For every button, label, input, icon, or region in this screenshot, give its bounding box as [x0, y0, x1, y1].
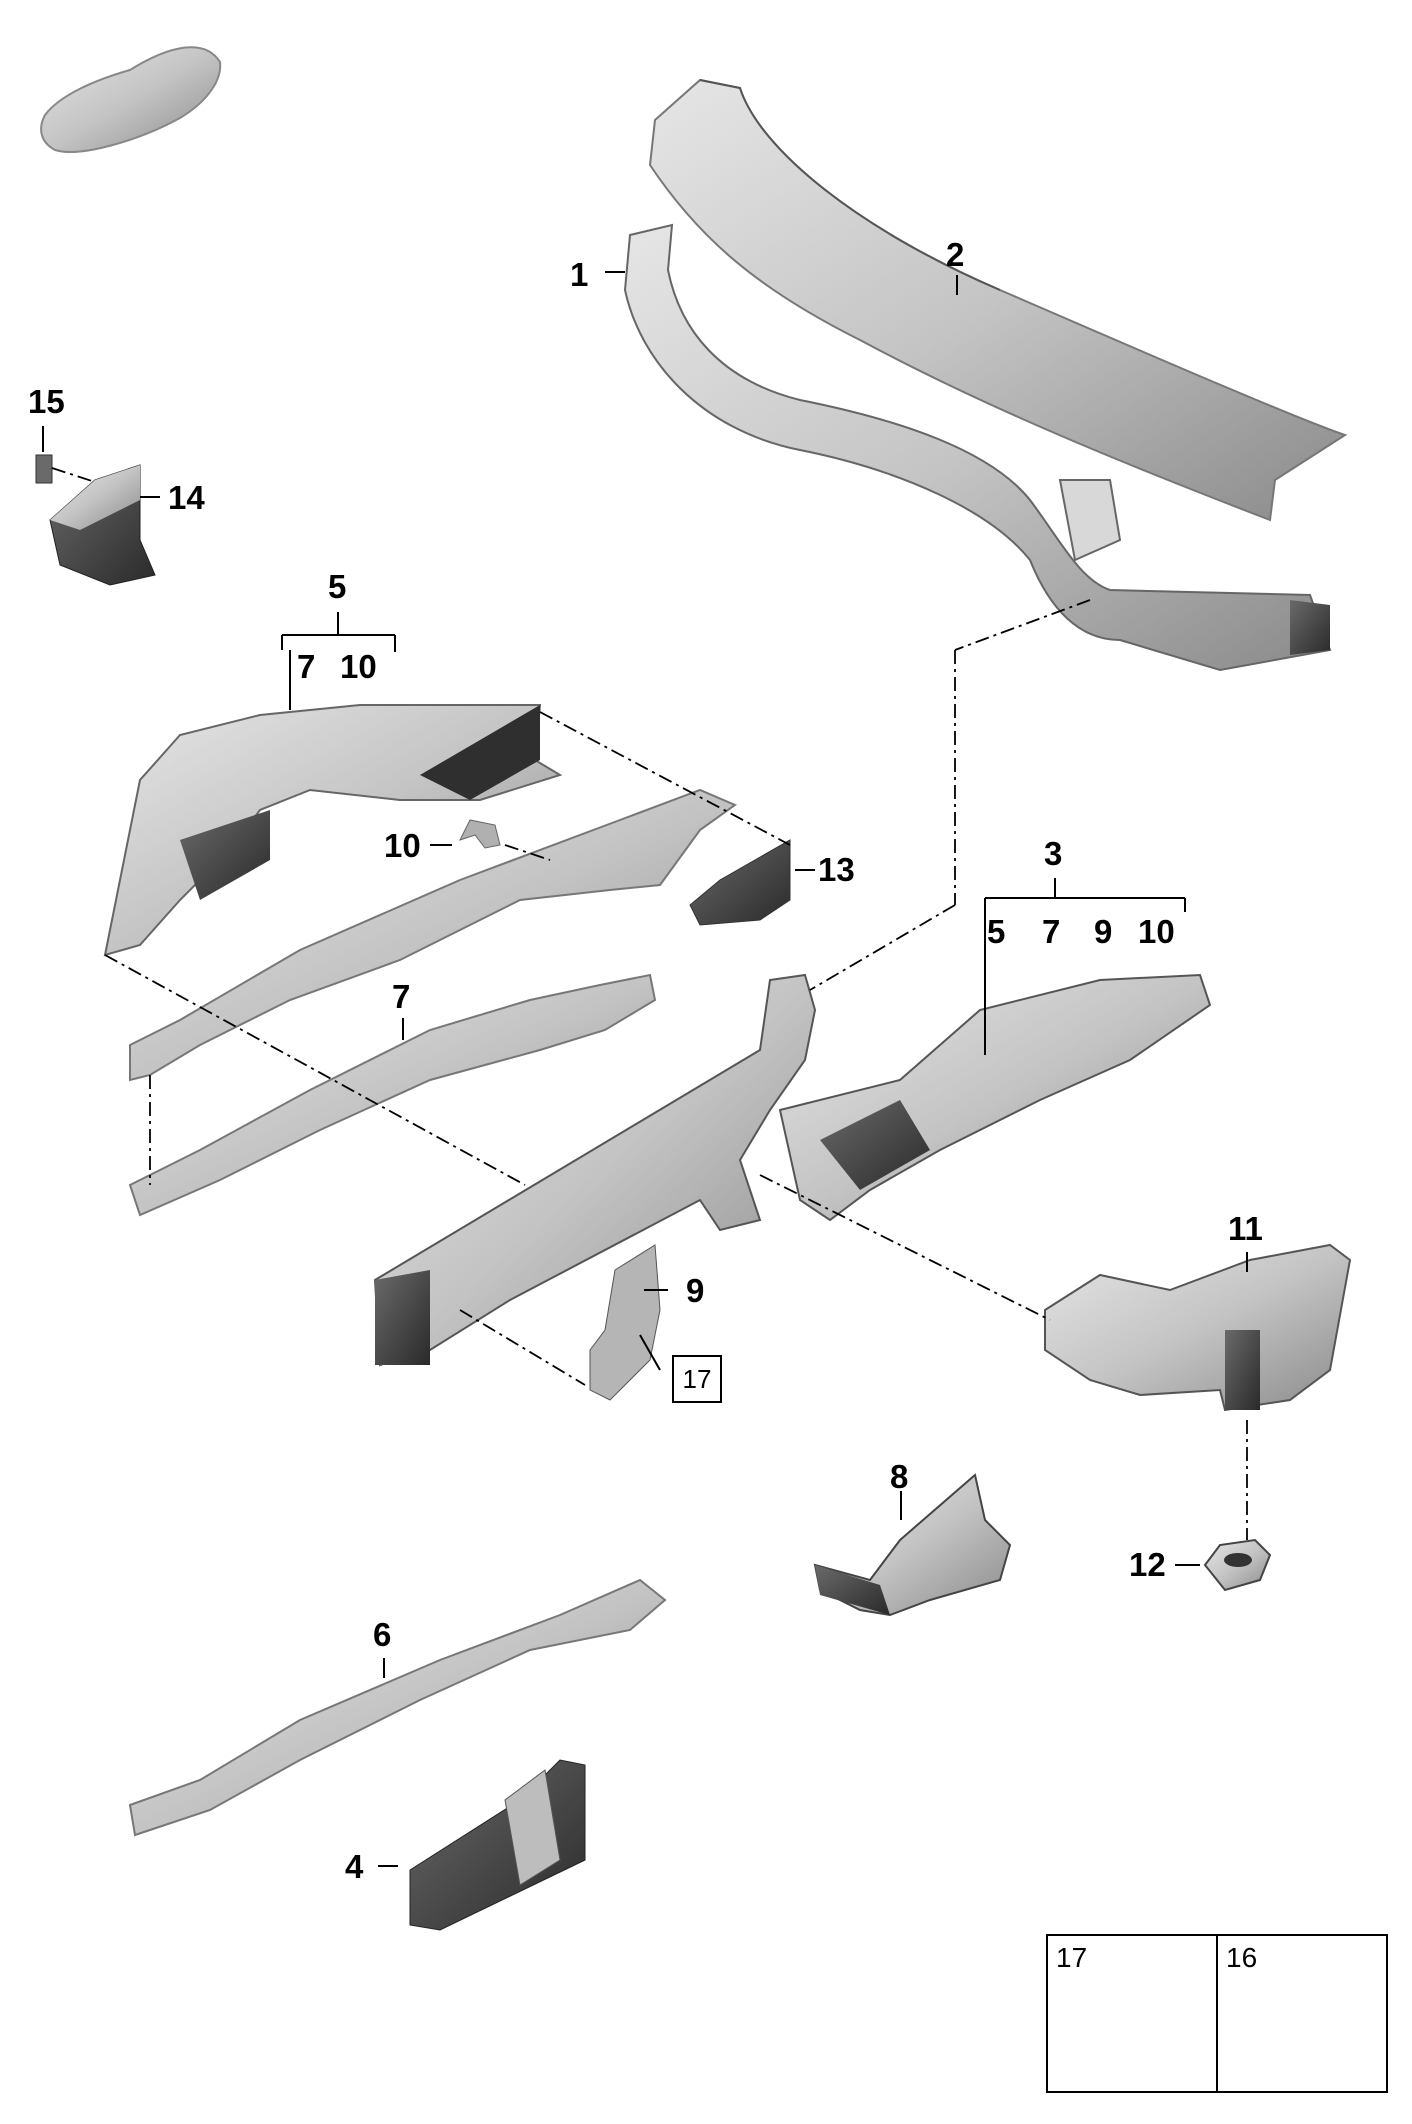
- part-6-rail: [128, 1578, 667, 1837]
- part-8-shield: [813, 1473, 1012, 1617]
- part-9-bracket: [589, 1244, 661, 1401]
- part-14-bracket: [49, 464, 156, 586]
- part-15-clip: [35, 454, 53, 484]
- assembly-lines: [51, 467, 1248, 1540]
- callout-7: 7: [392, 978, 411, 1015]
- part-4-member-end: [409, 1759, 586, 1931]
- legend-number-16: 16: [1226, 1942, 1258, 1973]
- callout-2: 2: [946, 236, 965, 273]
- legend-cell-17: 17: [1048, 1936, 1218, 2091]
- upper-rail: [129, 788, 738, 1082]
- callout-6: 6: [373, 1616, 392, 1653]
- callout-5: 5: [328, 568, 347, 605]
- callout-9: 9: [686, 1272, 705, 1309]
- callout-4: 4: [345, 1848, 364, 1885]
- part-2-cowl-panel: [648, 78, 1348, 522]
- callout-12: 12: [1129, 1546, 1166, 1583]
- part-13-bracket: [689, 839, 791, 926]
- callout-3-sub-7: 7: [1042, 913, 1061, 950]
- part-10-bracket: [459, 819, 501, 849]
- callout-5-sub-7: 7: [297, 648, 316, 685]
- legend-cell-16: 16: [1218, 1936, 1386, 2091]
- leader-lines: [42, 271, 1248, 1867]
- part-1-upper-member: [623, 223, 1332, 672]
- callout-5-sub-10: 10: [340, 648, 377, 685]
- legend-number-17: 17: [1056, 1942, 1088, 1973]
- callout-3: 3: [1044, 835, 1063, 872]
- callout-14: 14: [168, 479, 205, 516]
- callout-3-sub-10: 10: [1138, 913, 1175, 950]
- part-3-longitudinal-member: [373, 973, 1212, 1367]
- callout-1: 1: [570, 256, 589, 293]
- vehicle-silhouette-icon: [40, 46, 222, 153]
- callout-8: 8: [890, 1458, 909, 1495]
- callout-15: 15: [28, 383, 65, 420]
- part-11-support: [1044, 1243, 1352, 1412]
- callout-10: 10: [384, 827, 421, 864]
- part-7-rail: [128, 973, 657, 1217]
- callout-13: 13: [818, 851, 855, 888]
- callout-3-sub-9: 9: [1094, 913, 1113, 950]
- fastener-legend: 17 16: [1046, 1934, 1388, 2093]
- callout-11: 11: [1228, 1210, 1263, 1247]
- part-12-cup: [1203, 1538, 1272, 1592]
- callout-17-boxed: 17: [672, 1355, 722, 1403]
- part-5-wheel-housing: [103, 704, 563, 957]
- callout-3-sub-5: 5: [987, 913, 1006, 950]
